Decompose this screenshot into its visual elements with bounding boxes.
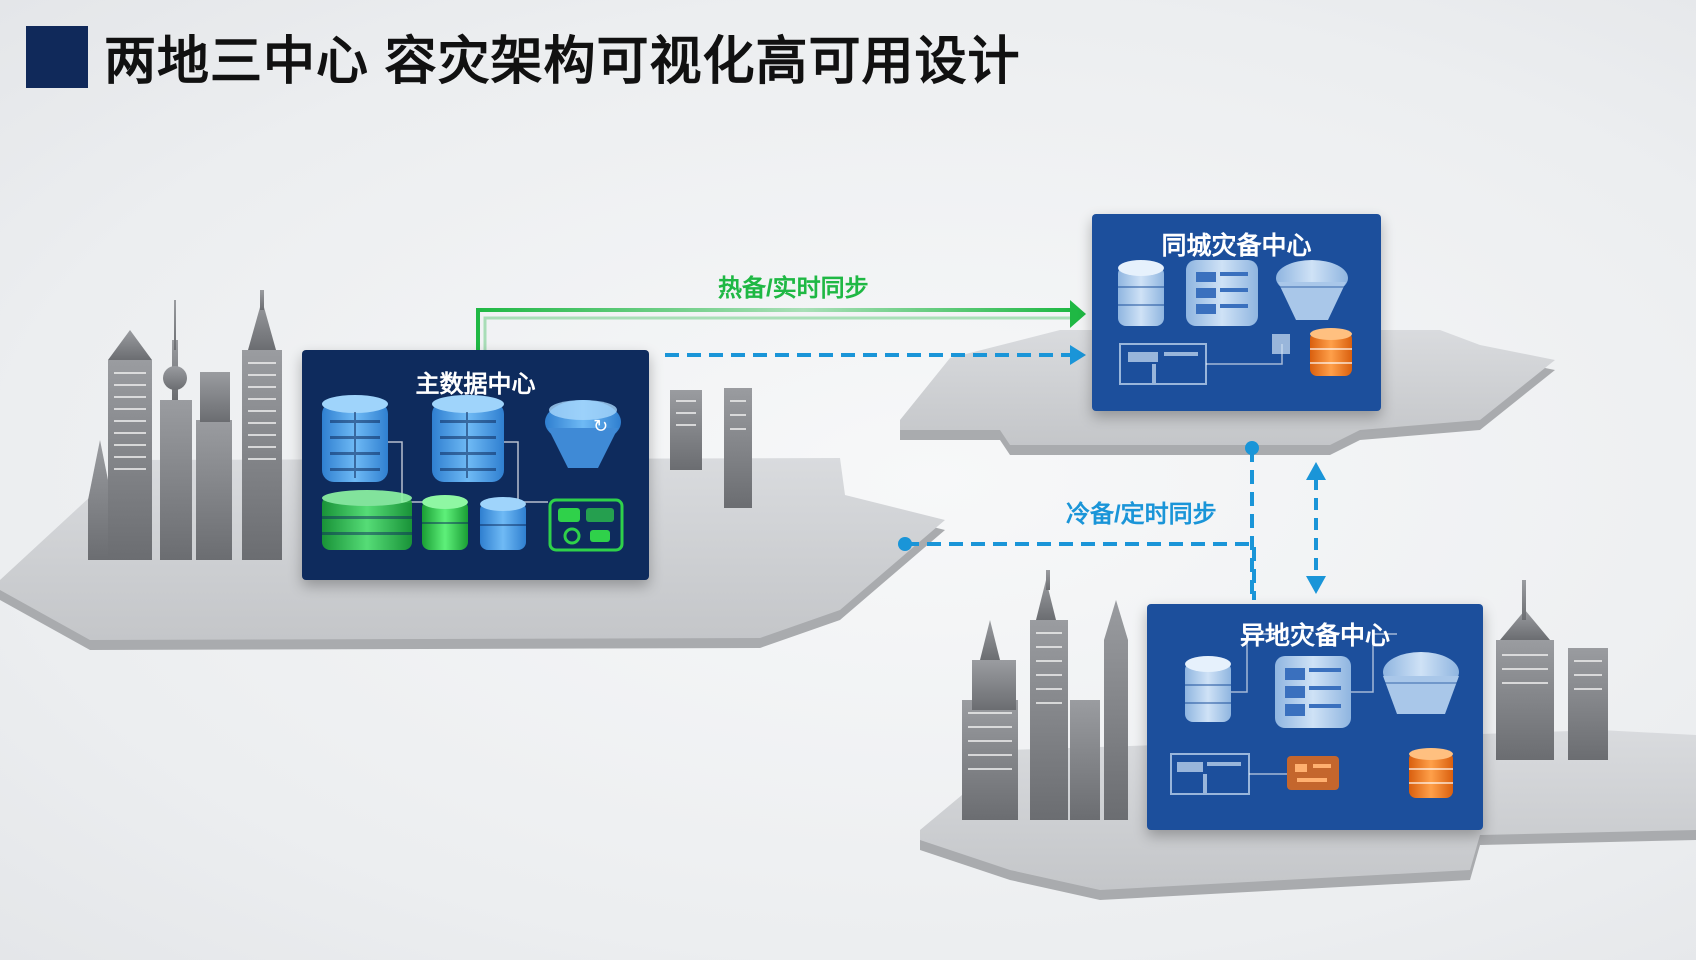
remote-backup-center-title: 异地灾备中心 — [1239, 622, 1390, 650]
metro-arrow-head — [1070, 345, 1086, 365]
database-icon — [322, 490, 412, 550]
metro-sync-link — [665, 345, 1086, 365]
primary-data-center-panel[interactable]: 主数据中心 ↻ — [302, 350, 649, 580]
city-windows-right — [968, 632, 1602, 770]
svg-text:↻: ↻ — [593, 416, 608, 437]
network-switch-icon — [1170, 753, 1250, 795]
server-rack-icon — [1275, 656, 1351, 728]
bidirectional-arrow-up — [1306, 462, 1326, 480]
title-accent-block — [26, 26, 88, 88]
storage-tank-icon: ↻ — [545, 400, 621, 468]
orange-switch-icon — [1287, 756, 1339, 790]
hot-sync-label: 热备/实时同步 — [718, 275, 869, 302]
metro-equipment — [1118, 260, 1352, 385]
primary-equipment: ↻ — [322, 395, 624, 552]
city-windows-left — [114, 362, 746, 470]
remote-backup-center-panel[interactable]: 异地灾备中心 — [1147, 604, 1483, 830]
database-icon — [422, 495, 468, 550]
remote-equipment — [1170, 633, 1459, 798]
primary-data-center-title: 主数据中心 — [415, 371, 536, 398]
metro-backup-center-panel[interactable]: 同城灾备中心 — [1092, 214, 1381, 411]
metro-backup-center-title: 同城灾备中心 — [1161, 232, 1312, 260]
hot-arrow-head — [1070, 300, 1086, 328]
city-skyline-left — [88, 290, 752, 560]
page-title: 两地三中心 容灾架构可视化高可用设计 — [104, 33, 1021, 91]
hot-sync-link — [476, 300, 1086, 350]
server-rack-icon — [432, 395, 504, 482]
storage-tank-icon — [1383, 652, 1459, 714]
database-icon — [480, 497, 526, 550]
server-rack-icon — [322, 395, 388, 482]
cold-sync-label: 冷备/定时同步 — [1066, 501, 1217, 528]
database-icon — [1185, 656, 1231, 722]
city-skyline-right — [962, 570, 1608, 820]
cold-sync-link — [898, 441, 1326, 600]
network-switch-icon — [548, 498, 624, 552]
network-switch-icon — [1119, 343, 1207, 385]
bidirectional-arrow-down — [1306, 576, 1326, 594]
server-rack-icon — [1186, 260, 1258, 326]
database-icon — [1118, 260, 1164, 326]
link-node — [1245, 441, 1259, 455]
link-node — [898, 537, 912, 551]
orange-database-icon — [1310, 328, 1352, 376]
orange-database-icon — [1409, 748, 1453, 798]
storage-tank-icon — [1276, 260, 1348, 320]
